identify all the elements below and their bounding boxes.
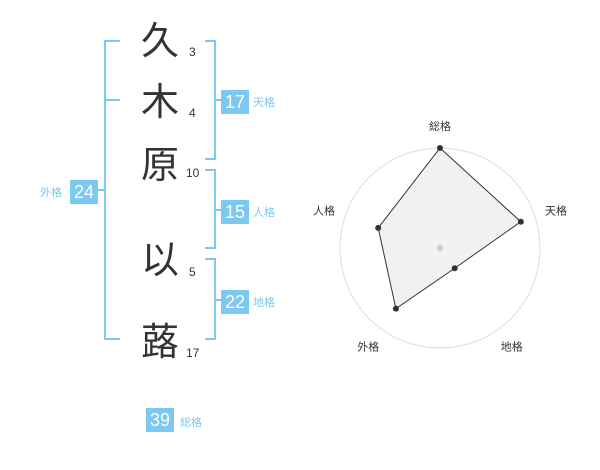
radar-axis-label: 外格 bbox=[357, 340, 379, 354]
soukaku-value: 39 bbox=[146, 408, 174, 432]
gaikaku-bracket bbox=[104, 40, 120, 340]
radar-point bbox=[451, 265, 458, 272]
tenkaku-value: 17 bbox=[221, 90, 249, 114]
radar-point bbox=[392, 305, 399, 312]
radar-polygon bbox=[377, 147, 522, 310]
name-char-3: 原 bbox=[141, 143, 180, 187]
stroke-count-4: 5 bbox=[189, 265, 196, 279]
gaikaku-value: 24 bbox=[70, 180, 98, 204]
radar-point bbox=[437, 145, 443, 151]
chikaku-label: 地格 bbox=[253, 296, 275, 309]
jinkaku-bracket bbox=[205, 169, 216, 249]
jinkaku-value: 15 bbox=[221, 200, 249, 224]
stroke-count-3: 10 bbox=[186, 166, 200, 180]
stroke-count-2: 4 bbox=[189, 106, 196, 120]
name-char-2: 木 bbox=[141, 80, 180, 124]
radar-axis-label: 天格 bbox=[545, 203, 567, 217]
kaku-brackets bbox=[96, 40, 221, 340]
radar-center-dot bbox=[437, 245, 443, 251]
name-char-1: 久 bbox=[141, 19, 180, 63]
tenkaku-label: 天格 bbox=[253, 96, 275, 109]
radar-axis-label: 人格 bbox=[313, 203, 335, 217]
stroke-count-1: 3 bbox=[189, 45, 196, 59]
name-char-5: 蕗 bbox=[141, 320, 180, 364]
soukaku-label: 総格 bbox=[180, 416, 202, 429]
radar-points bbox=[375, 145, 524, 312]
name-char-4: 以 bbox=[141, 238, 180, 282]
radar-point bbox=[375, 224, 382, 231]
jinkaku-label: 人格 bbox=[253, 206, 275, 219]
chikaku-value: 22 bbox=[221, 290, 249, 314]
radar-point bbox=[517, 218, 524, 225]
gaikaku-label: 外格 bbox=[40, 186, 62, 199]
tenkaku-bracket bbox=[205, 40, 216, 160]
radar-axis-label: 地格 bbox=[501, 340, 523, 354]
stroke-count-5: 17 bbox=[186, 346, 200, 360]
chikaku-bracket bbox=[205, 258, 216, 340]
radar-axis-label: 総格 bbox=[429, 119, 451, 133]
